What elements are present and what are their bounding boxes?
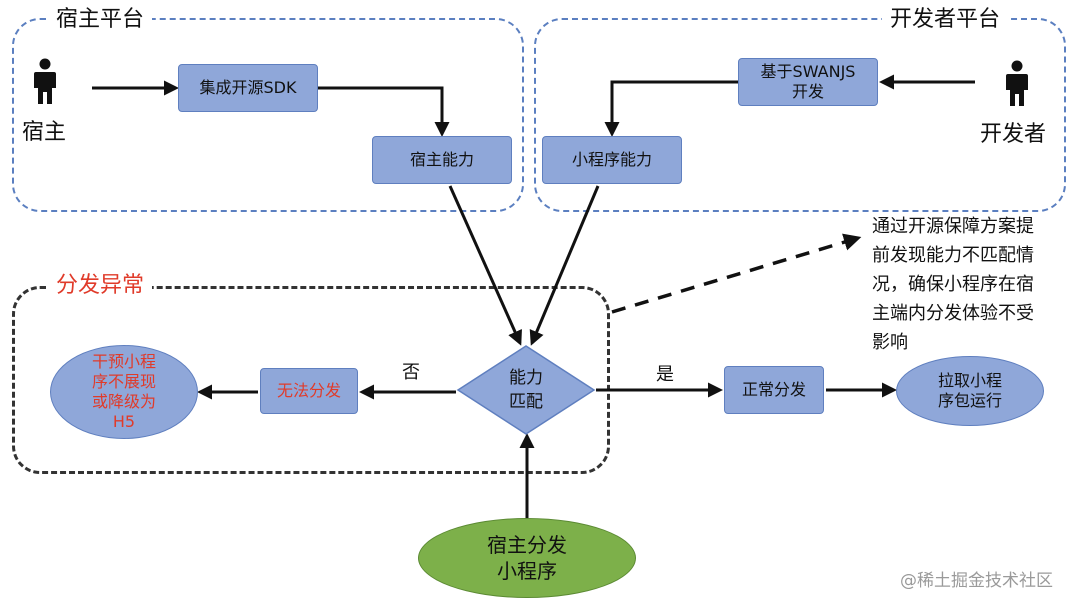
developer-label: 开发者: [980, 122, 1047, 147]
cannot-distribute-node: 无法分发: [260, 368, 358, 414]
dashed-note-arrow: [611, 233, 862, 314]
fallback-node: 干预小程 序不展现 或降级为 H5: [50, 345, 198, 439]
arrow-sdk-to-host-capability: [318, 86, 450, 137]
arrow-miniapp-capability-to-match: [529, 185, 600, 346]
distribution-exception-panel: [12, 286, 610, 474]
guarantee-note: 通过开源保障方案提 前发现能力不匹配情 况，确保小程序在宿 主端内分发体验不受 …: [872, 216, 1034, 353]
arrow-swanjs-to-miniapp-capability: [604, 80, 738, 137]
developer-platform-title: 开发者平台: [882, 7, 1009, 33]
host-platform-title: 宿主平台: [48, 7, 153, 33]
normal-distribute-node: 正常分发: [724, 366, 824, 414]
arrow-host-capability-to-match: [448, 185, 522, 346]
host-person-icon: [34, 58, 56, 104]
host-capability-node: 宿主能力: [372, 136, 512, 184]
miniapp-capability-node: 小程序能力: [542, 136, 682, 184]
watermark: @稀土掘金技术社区: [900, 571, 1053, 591]
capability-match-label: 能力 匹配: [509, 368, 543, 412]
capability-match-diamond: [456, 345, 596, 435]
developer-person-icon: [1006, 60, 1028, 106]
edge-label-yes: 是: [656, 364, 674, 385]
pull-package-node: 拉取小程 序包运行: [896, 356, 1044, 426]
host-label: 宿主: [22, 120, 67, 145]
developer-platform-panel: [534, 18, 1066, 212]
integrate-sdk-node: 集成开源SDK: [178, 64, 318, 112]
host-platform-panel: [12, 18, 524, 212]
edge-label-no: 否: [402, 362, 420, 383]
host-distribute-node: 宿主分发 小程序: [418, 518, 636, 598]
distribution-exception-title: 分发异常: [48, 273, 153, 299]
swanjs-dev-node: 基于SWANJS 开发: [738, 58, 878, 106]
